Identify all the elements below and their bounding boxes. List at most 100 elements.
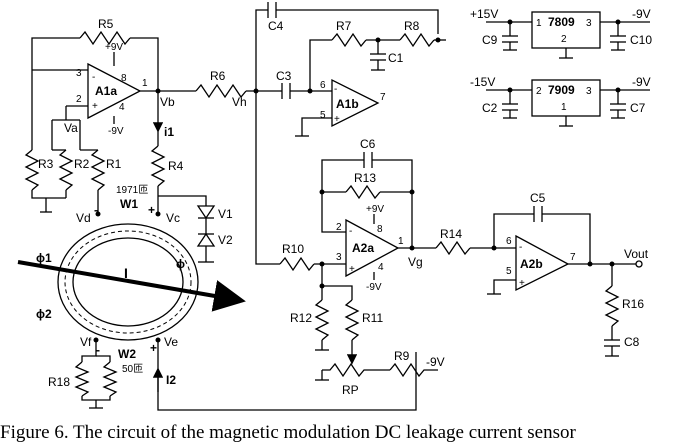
reg2-name: 7909 bbox=[548, 83, 575, 97]
c2-label: C2 bbox=[482, 101, 498, 115]
r14-label: R14 bbox=[440, 227, 462, 241]
reg1-pin-right: 3 bbox=[586, 18, 592, 29]
r8-label: R8 bbox=[404, 19, 420, 33]
c4-wire-left bbox=[255, 9, 268, 91]
c7-label: C7 bbox=[630, 101, 646, 115]
c8-label: C8 bbox=[624, 335, 640, 349]
vg-label: Vg bbox=[408, 255, 423, 269]
i1-label: i1 bbox=[164, 125, 174, 139]
i2-label: I2 bbox=[166, 373, 176, 387]
r10-label: R10 bbox=[282, 242, 304, 256]
r9-neg9: -9V bbox=[426, 355, 445, 369]
n9-top-label: -9V bbox=[632, 7, 651, 21]
r8-resistor bbox=[399, 32, 435, 48]
a2a-pin4: 4 bbox=[378, 262, 384, 273]
v2-diode bbox=[196, 232, 216, 247]
r5-wire-right bbox=[130, 37, 159, 95]
r5-resistor bbox=[79, 30, 131, 46]
w1-turns: 1971匝 bbox=[116, 184, 148, 196]
r7-wire-left bbox=[309, 39, 332, 91]
r6-resistor bbox=[195, 83, 247, 99]
a2b-plus: + bbox=[519, 278, 525, 289]
a2a-plus: + bbox=[349, 264, 355, 275]
rp-label: RP bbox=[342, 383, 359, 397]
primary-current-arrow bbox=[17, 260, 246, 312]
opamp-a2b bbox=[515, 234, 570, 292]
r13-label: R13 bbox=[354, 171, 376, 185]
a2b-pin7: 7 bbox=[570, 252, 576, 263]
a1b-label: A1b bbox=[336, 97, 359, 111]
vh-label: Vh bbox=[232, 95, 247, 109]
a2a-pin3: 3 bbox=[336, 252, 342, 263]
schematic-svg: R5 A1a - + +9V 8 4 -9V 1 3 2 Vb Va R3 R2… bbox=[17, 2, 652, 411]
vf-label: Vf bbox=[80, 335, 92, 349]
r8-node bbox=[435, 37, 441, 43]
reg1-name: 7809 bbox=[548, 15, 575, 29]
w2-minus: - bbox=[96, 343, 100, 357]
c4-label: C4 bbox=[268, 19, 284, 33]
r18b-wire-top bbox=[96, 355, 111, 362]
r16-resistor bbox=[604, 285, 620, 327]
c3-label: C3 bbox=[276, 69, 292, 83]
r5-label: R5 bbox=[98, 17, 114, 31]
phi2-label: ϕ2 bbox=[36, 307, 52, 321]
a1a-pin2: 2 bbox=[76, 94, 82, 105]
a2b-pin5: 5 bbox=[506, 266, 512, 277]
a2b-in5-wire bbox=[493, 279, 516, 294]
va-label: Va bbox=[64, 121, 78, 135]
a1a-pin4: 4 bbox=[119, 102, 125, 113]
opamp-a1b bbox=[331, 78, 380, 128]
n9-bot-label: -9V bbox=[632, 75, 651, 89]
r11-resistor bbox=[344, 299, 360, 341]
r1-label: R1 bbox=[106, 157, 122, 171]
r11-label: R11 bbox=[362, 311, 383, 325]
circuit-diagram: R5 A1a - + +9V 8 4 -9V 1 3 2 Vb Va R3 R2… bbox=[17, 2, 652, 411]
a1a-label: A1a bbox=[95, 84, 117, 98]
c10-label: C10 bbox=[630, 33, 652, 47]
reg1-pin-bottom: 2 bbox=[561, 34, 567, 45]
r3-resistor bbox=[24, 149, 40, 191]
r4-label: R4 bbox=[168, 159, 184, 173]
r1-resistor bbox=[90, 149, 106, 191]
r14-resistor bbox=[435, 240, 471, 256]
a2a-label: A2a bbox=[352, 241, 374, 255]
a2a-pos9: +9V bbox=[366, 204, 384, 215]
rp-resistor bbox=[322, 362, 390, 378]
a1a-neg9: -9V bbox=[108, 126, 124, 137]
w2-turns: 50匝 bbox=[122, 363, 143, 375]
a1a-pin8: 8 bbox=[121, 73, 127, 84]
vd-node bbox=[95, 211, 101, 217]
a2b-pin6: 6 bbox=[506, 236, 512, 247]
c4-wire-right bbox=[276, 9, 439, 34]
diode-branch bbox=[158, 195, 207, 206]
r13-node-left bbox=[319, 189, 325, 195]
vb-label: Vb bbox=[160, 95, 175, 109]
a1b-plus: + bbox=[334, 114, 340, 125]
i-label: I bbox=[124, 265, 128, 281]
vg-node bbox=[409, 245, 415, 251]
c5-wire-left bbox=[493, 213, 534, 248]
r10-resistor bbox=[279, 256, 315, 272]
w1-minus: - bbox=[94, 203, 98, 217]
w2-label: W2 bbox=[118, 347, 136, 361]
c1-label: C1 bbox=[388, 51, 404, 65]
a1b-pin7: 7 bbox=[380, 92, 386, 103]
reg2-pin-bottom: 1 bbox=[561, 102, 567, 113]
r16-label: R16 bbox=[622, 297, 644, 311]
r13-node-right bbox=[409, 189, 415, 195]
a2b-label: A2b bbox=[520, 257, 543, 271]
a2a-pin8: 8 bbox=[377, 224, 383, 235]
vh-down-wire bbox=[255, 91, 280, 265]
toroid-outer bbox=[57, 223, 199, 341]
a1b-pin6: 6 bbox=[320, 80, 326, 91]
n15-label: -15V bbox=[470, 75, 495, 89]
reg2-pin-right: 3 bbox=[586, 86, 592, 97]
a1b-minus: - bbox=[334, 84, 337, 95]
r7-label: R7 bbox=[336, 19, 352, 33]
a1a-pin3: 3 bbox=[76, 68, 82, 79]
r5-wire-left bbox=[31, 37, 80, 70]
w2-plus: + bbox=[150, 341, 157, 355]
toroid-flux-path bbox=[64, 230, 192, 334]
reg1-pin-left: 1 bbox=[536, 18, 542, 29]
r11-wire-top bbox=[322, 285, 353, 300]
